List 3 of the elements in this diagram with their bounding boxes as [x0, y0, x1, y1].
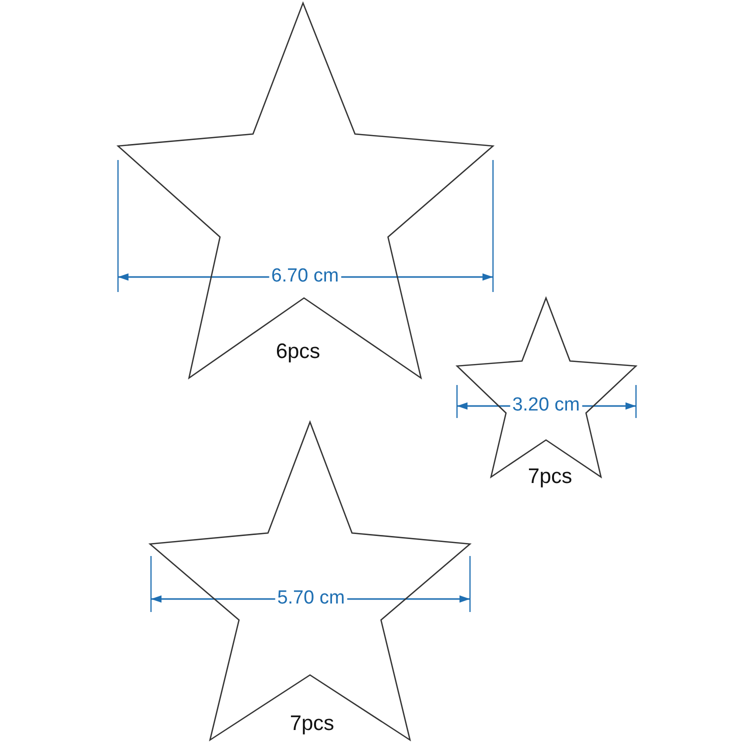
- quantity-label: 7pcs: [528, 465, 572, 489]
- quantity-label: 6pcs: [276, 340, 320, 364]
- quantity-label: 7pcs: [290, 712, 334, 736]
